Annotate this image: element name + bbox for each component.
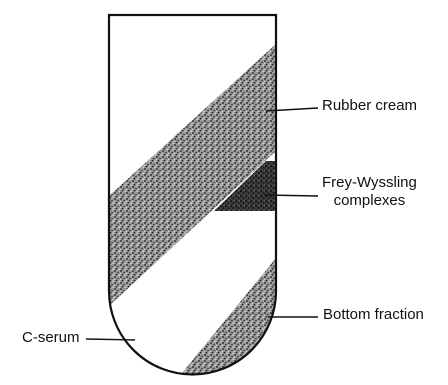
c-serum-label: C-serum xyxy=(22,329,80,347)
frey-wyssling-leader xyxy=(264,195,318,196)
bottom-fraction-label: Bottom fraction xyxy=(323,306,424,324)
frey-wyssling-label-line1: Frey-Wyssling xyxy=(322,174,417,192)
c-serum-leader xyxy=(86,339,135,340)
bottom-fraction-layer xyxy=(160,258,276,385)
frey-wyssling-label-line2: complexes xyxy=(322,192,417,210)
rubber-cream-label: Rubber cream xyxy=(322,97,417,115)
rubber-cream-layer xyxy=(109,44,276,306)
frey-wyssling-label: Frey-Wyssling complexes xyxy=(322,174,417,210)
